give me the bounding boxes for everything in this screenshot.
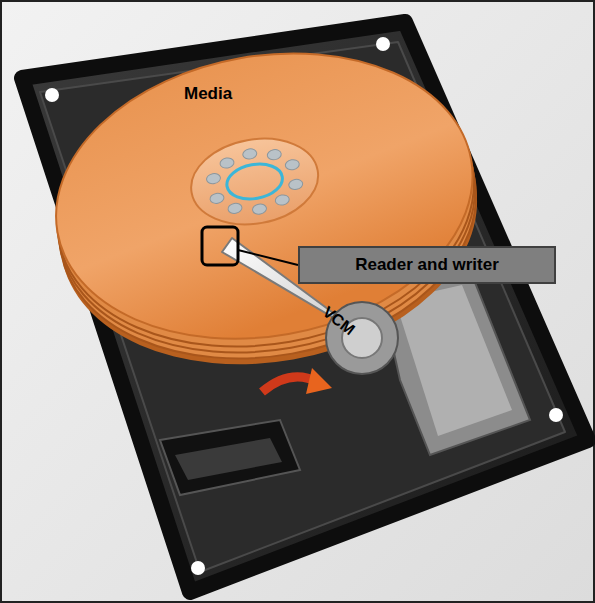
connector-block [160, 420, 300, 495]
callout-box: Reader and writer [298, 246, 556, 284]
screw-hole [549, 408, 563, 422]
callout-text: Reader and writer [355, 255, 499, 275]
leader-line [238, 250, 298, 265]
screw-hole [376, 37, 390, 51]
spindle-hub [184, 129, 325, 234]
connector-slot [175, 438, 282, 480]
screw-hole [45, 88, 59, 102]
motion-arrowhead [306, 368, 332, 394]
platter [33, 22, 495, 371]
head-marker [202, 227, 238, 265]
screw-hole [191, 561, 205, 575]
hub-screws [203, 141, 307, 222]
drive-body [22, 22, 588, 592]
hub-ring [224, 160, 285, 203]
part-label: VCM [319, 303, 358, 339]
part-label: Media [184, 84, 232, 104]
